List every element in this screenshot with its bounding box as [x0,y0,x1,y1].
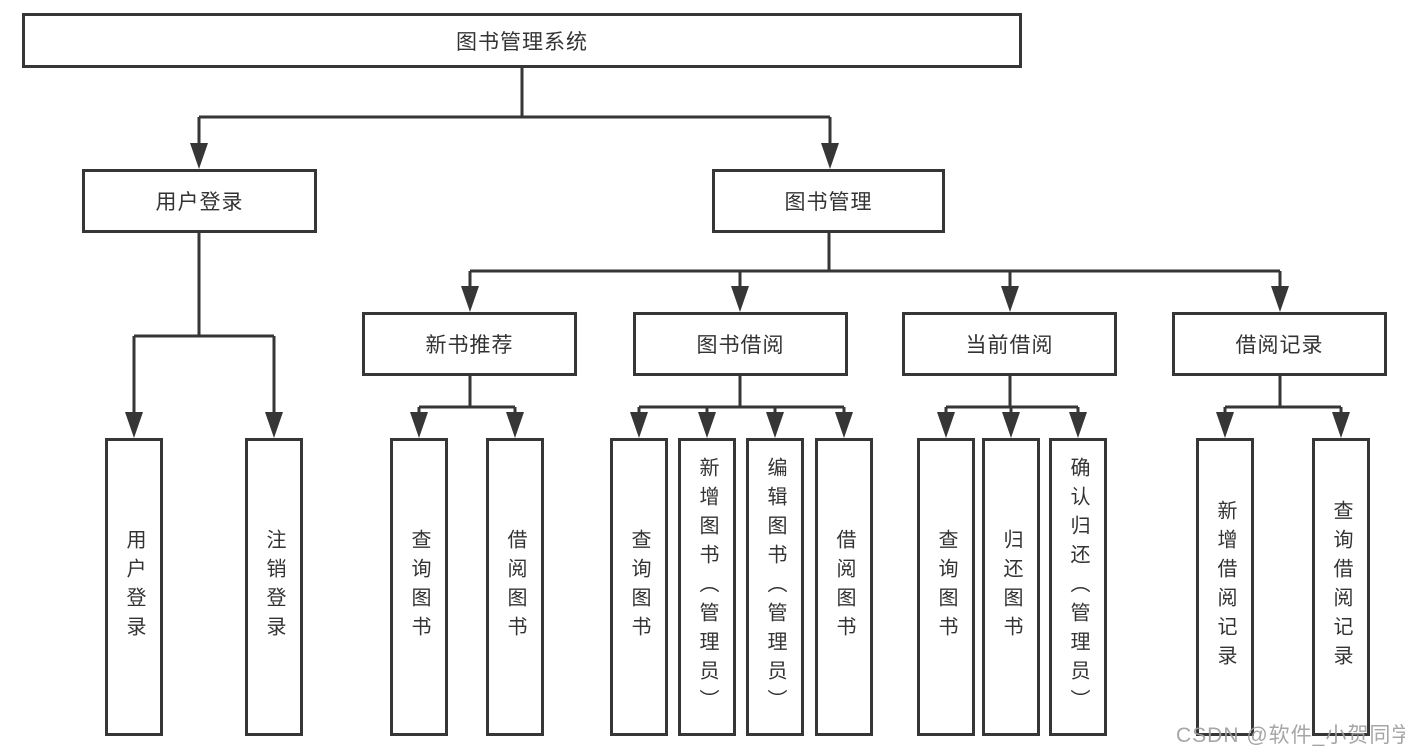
connector-user-login-children [132,233,276,414]
connector-book-mgmt-sections [468,233,1282,288]
leaf-label: 用户登录 [123,529,145,645]
arrow-down-icon [1271,286,1289,312]
leaf-label: 注销登录 [263,529,285,645]
node-label: 图书管理系统 [456,30,588,54]
arrow-down-icon [1069,412,1087,438]
node-label: 用户登录 [155,191,244,214]
node-new-book-recommend: 新书推荐 [362,312,577,376]
arrow-down-icon [125,412,143,438]
leaf-add-books-admin: 新增图书（管理员） [678,438,736,736]
node-label: 图书借阅 [696,334,785,357]
arrow-down-icon [190,143,208,169]
leaf-label: 查询图书 [628,529,650,645]
leaf-label: 查询借阅记录 [1330,500,1352,674]
arrow-down-icon [265,412,283,438]
leaf-query-borrow-record: 查询借阅记录 [1312,438,1370,736]
leaf-confirm-return-admin: 确认归还（管理员） [1049,438,1107,736]
node-borrow-records: 借阅记录 [1172,312,1387,376]
arrow-down-icon [937,412,955,438]
arrow-down-icon [1216,412,1234,438]
node-book-management: 图书管理 [712,169,945,233]
arrow-down-icon [1332,412,1350,438]
node-label: 新书推荐 [425,334,514,357]
arrow-down-icon [731,286,749,312]
leaf-label: 新增借阅记录 [1214,500,1236,674]
node-book-borrow: 图书借阅 [633,312,848,376]
leaf-query-books: 查询图书 [917,438,975,736]
node-root-library-system: 图书管理系统 [22,13,1022,68]
leaf-user-login: 用户登录 [105,438,163,736]
leaf-borrow-books: 借阅图书 [486,438,544,736]
leaf-label: 查询图书 [408,529,430,645]
arrow-down-icon [698,412,716,438]
leaf-label: 借阅图书 [833,529,855,645]
leaf-label: 新增图书（管理员） [696,456,718,718]
node-label: 借阅记录 [1235,334,1324,357]
leaf-label: 归还图书 [1000,529,1022,645]
arrow-down-icon [410,412,428,438]
node-label: 图书管理 [784,191,873,214]
arrow-down-icon [835,412,853,438]
arrow-down-icon [1002,412,1020,438]
connector-book-borrow-children [637,376,846,414]
leaf-label: 查询图书 [935,529,957,645]
arrow-down-icon [506,412,524,438]
node-user-login: 用户登录 [82,169,317,233]
leaf-edit-books-admin: 编辑图书（管理员） [746,438,804,736]
arrow-down-icon [1001,286,1019,312]
arrow-down-icon [630,412,648,438]
leaf-label: 借阅图书 [504,529,526,645]
connector-borrow-records-children [1223,376,1343,414]
leaf-query-books: 查询图书 [390,438,448,736]
leaf-borrow-books: 借阅图书 [815,438,873,736]
arrow-down-icon [766,412,784,438]
leaf-label: 确认归还（管理员） [1067,456,1089,718]
leaf-query-books: 查询图书 [610,438,668,736]
connector-current-borrow-children [944,376,1080,414]
leaf-return-books: 归还图书 [982,438,1040,736]
connector-root-to-level2 [197,68,832,146]
leaf-add-borrow-record: 新增借阅记录 [1196,438,1254,736]
connector-new-books-children [417,376,517,414]
csdn-watermark: CSDN @软件_小贺同学 [1176,724,1405,747]
arrow-down-icon [461,286,479,312]
leaf-label: 编辑图书（管理员） [764,456,786,718]
arrow-down-icon [821,143,839,169]
node-label: 当前借阅 [965,334,1054,357]
leaf-logout: 注销登录 [245,438,303,736]
node-current-borrow: 当前借阅 [902,312,1117,376]
